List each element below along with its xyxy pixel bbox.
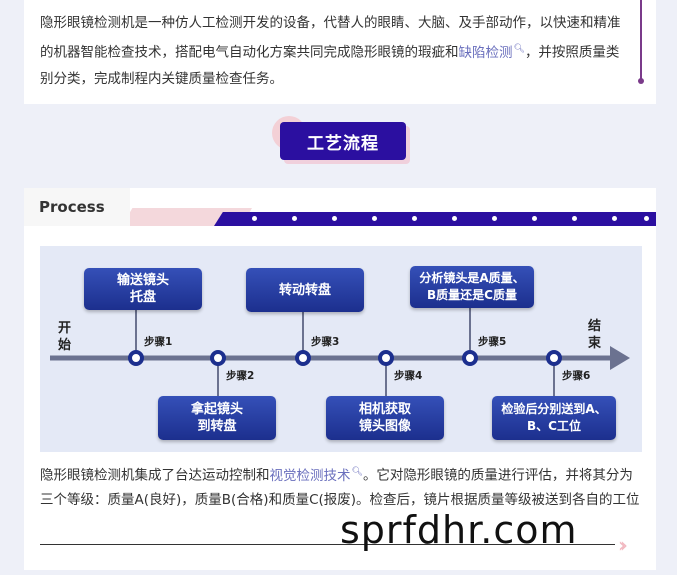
step-4-box: 相机获取 镜头图像 bbox=[326, 396, 444, 440]
step-node-6 bbox=[546, 350, 562, 366]
defect-detection-link[interactable]: 缺陷检测🔍︎ bbox=[458, 44, 525, 61]
vision-inspection-link-text[interactable]: 视觉检测技术 bbox=[269, 467, 351, 484]
description-text-2: 。它对隐形眼镜的质量进行评估，并将其分为三个等级：质量A(良好)，质量B(合格)… bbox=[40, 467, 640, 508]
description-text-1: 隐形眼镜检测机集成了台达运动控制和 bbox=[40, 467, 270, 484]
step-3-box: 转动转盘 bbox=[246, 268, 364, 312]
step-5-label: 步骤5 bbox=[478, 336, 507, 348]
step-1-box: 输送镜头 托盘 bbox=[84, 268, 202, 310]
step-1-label: 步骤1 bbox=[144, 336, 173, 348]
step-node-3 bbox=[295, 350, 311, 366]
step-6-label: 步骤6 bbox=[562, 370, 591, 382]
step-3-label: 步骤3 bbox=[311, 336, 340, 348]
bar-dot bbox=[492, 216, 497, 221]
bar-dot bbox=[252, 216, 257, 221]
timeline-arrow bbox=[610, 346, 630, 370]
bar-dot bbox=[452, 216, 457, 221]
step-node-4 bbox=[378, 350, 394, 366]
bar-dot bbox=[572, 216, 577, 221]
decorative-bar bbox=[214, 212, 656, 226]
section-header: 工艺流程 bbox=[0, 114, 677, 164]
description-paragraph: 隐形眼镜检测机集成了台达运动控制和视觉检测技术🔍︎。它对隐形眼镜的质量进行评估，… bbox=[40, 460, 640, 512]
step-6-box: 检验后分别送到A、 B、C工位 bbox=[492, 396, 616, 440]
bar-dot bbox=[372, 216, 377, 221]
bar-dot bbox=[292, 216, 297, 221]
section-title: 工艺流程 bbox=[280, 122, 406, 160]
process-tab: Process bbox=[24, 188, 130, 226]
search-icon[interactable]: 🔍︎ bbox=[351, 467, 363, 477]
chevron-right-icon: ›› bbox=[618, 533, 628, 557]
bar-dot bbox=[532, 216, 537, 221]
bar-dot bbox=[612, 216, 617, 221]
step-4-label: 步骤4 bbox=[394, 370, 423, 382]
vision-inspection-link[interactable]: 视觉检测技术🔍︎ bbox=[269, 467, 363, 484]
bar-dot bbox=[412, 216, 417, 221]
step-2-label: 步骤2 bbox=[226, 370, 255, 382]
step-node-2 bbox=[210, 350, 226, 366]
bar-dot bbox=[644, 216, 649, 221]
step-node-1 bbox=[128, 350, 144, 366]
step-5-box: 分析镜头是A质量、 B质量还是C质量 bbox=[410, 266, 534, 308]
step-node-5 bbox=[462, 350, 478, 366]
intro-card: 隐形眼镜检测机是一种仿人工检测开发的设备，代替人的眼睛、大脑、及手部动作，以快速… bbox=[24, 0, 656, 104]
bar-dot bbox=[332, 216, 337, 221]
start-label: 开始 bbox=[58, 321, 72, 353]
step-2-box: 拿起镜头 到转盘 bbox=[158, 396, 276, 440]
search-icon[interactable]: 🔍︎ bbox=[513, 44, 525, 54]
intro-text-2: ，并按照质量类别分类，完成制程内关键质量检查任务。 bbox=[40, 44, 620, 87]
intro-paragraph: 隐形眼镜检测机是一种仿人工检测开发的设备，代替人的眼睛、大脑、及手部动作，以快速… bbox=[40, 10, 630, 92]
intro-text-1: 隐形眼镜检测机是一种仿人工检测开发的设备，代替人的眼睛、大脑、及手部动作，以快速… bbox=[40, 15, 621, 61]
defect-detection-link-text[interactable]: 缺陷检测 bbox=[458, 44, 513, 61]
timeline-svg bbox=[50, 308, 630, 396]
watermark: sprfdhr.com bbox=[340, 508, 578, 552]
end-label: 结束 bbox=[588, 319, 602, 351]
process-diagram: 开始 结束 输送镜头 托盘 拿起镜头 到转盘 转动转盘 相机获取 镜头图像 分析… bbox=[40, 246, 642, 452]
process-card: Process 开始 结束 输送镜头 托盘 拿起镜头 到转盘 转动转盘 bbox=[24, 188, 656, 570]
divider bbox=[40, 544, 615, 545]
decorative-line bbox=[638, 0, 644, 84]
